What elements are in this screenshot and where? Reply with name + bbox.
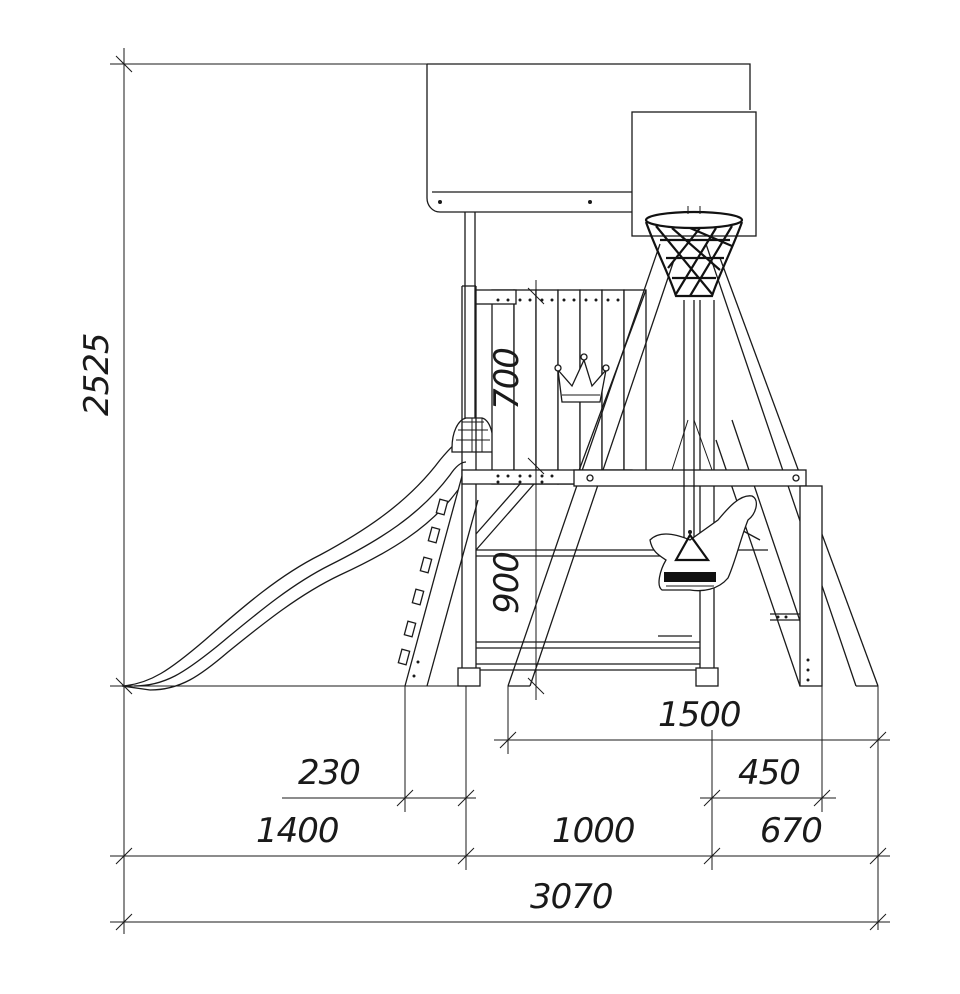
tower bbox=[457, 212, 719, 687]
dimension-labels: 2525 700 900 1500 230 450 1400 1000 670 … bbox=[77, 333, 823, 917]
swing-seat bbox=[649, 300, 758, 592]
dim-swing-overhang: 670 bbox=[760, 811, 822, 851]
basketball-hoop bbox=[631, 111, 757, 298]
dim-total-height: 2525 bbox=[77, 333, 117, 416]
swing-frame bbox=[507, 243, 879, 687]
dim-total-length: 3070 bbox=[530, 877, 613, 917]
dim-slide-length: 1400 bbox=[256, 811, 339, 851]
dim-leg-offset: 450 bbox=[738, 753, 800, 793]
dim-upper-panel-height: 700 bbox=[487, 348, 527, 410]
ladder bbox=[397, 475, 479, 687]
dim-tower-width: 1000 bbox=[552, 811, 635, 851]
dim-swing-frame-width: 1500 bbox=[658, 695, 741, 735]
dim-deck-height: 900 bbox=[487, 552, 527, 614]
dim-slide-ladder-offset: 230 bbox=[298, 753, 360, 793]
slide bbox=[121, 417, 495, 691]
dimension-lines bbox=[110, 48, 890, 934]
